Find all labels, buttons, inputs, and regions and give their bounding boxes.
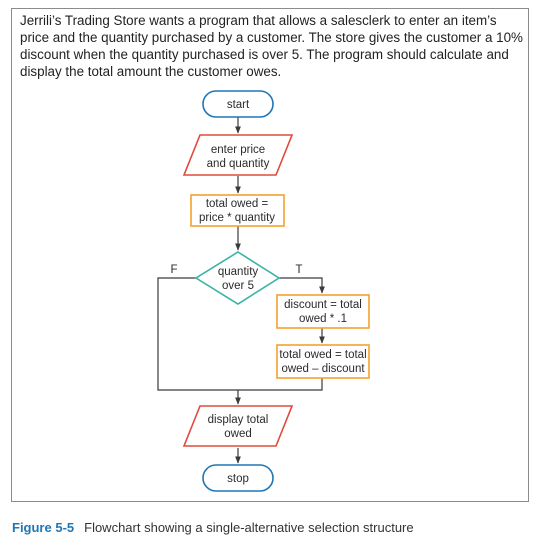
caption-text: Flowchart showing a single-alternative s…: [84, 520, 414, 535]
decision-line2: over 5: [222, 280, 254, 292]
output-label-line2: owed: [224, 428, 252, 440]
flow-connectors: [157, 117, 325, 464]
total-process-line1: total owed =: [206, 198, 269, 210]
subtract-line2: owed – discount: [281, 363, 365, 375]
input-label-line1: enter price: [211, 144, 265, 156]
output-label-line1: display total: [208, 414, 269, 426]
figure-number: Figure 5-5: [12, 520, 75, 535]
figure-caption: Figure 5-5 Flowchart showing a single-alt…: [12, 520, 414, 535]
false-branch-line: [157, 277, 238, 391]
discount-process: [276, 294, 370, 329]
input-parallelogram: [182, 134, 294, 176]
problem-description: Jerrili’s Trading Store wants a program …: [20, 13, 523, 79]
total-process-line2: price * quantity: [199, 212, 275, 224]
stop-terminal: [202, 464, 274, 492]
discount-line1: discount = total: [284, 299, 362, 311]
start-label: start: [227, 99, 250, 111]
subtract-line1: total owed = total: [279, 349, 366, 361]
true-label: T: [295, 264, 302, 276]
true-branch-merge-line: [238, 378, 323, 391]
arrow-true-branch: [279, 277, 325, 294]
decision-diamond: [194, 251, 281, 305]
total-owed-process: [190, 194, 285, 227]
input-label-line2: and quantity: [207, 158, 270, 170]
start-terminal: [202, 90, 274, 118]
decision-line1: quantity: [218, 266, 259, 278]
subtract-discount-process: [276, 344, 370, 379]
false-label: F: [170, 264, 177, 276]
stop-label: stop: [227, 473, 249, 485]
discount-line2: owed * .1: [299, 313, 347, 325]
output-parallelogram: [182, 405, 294, 447]
